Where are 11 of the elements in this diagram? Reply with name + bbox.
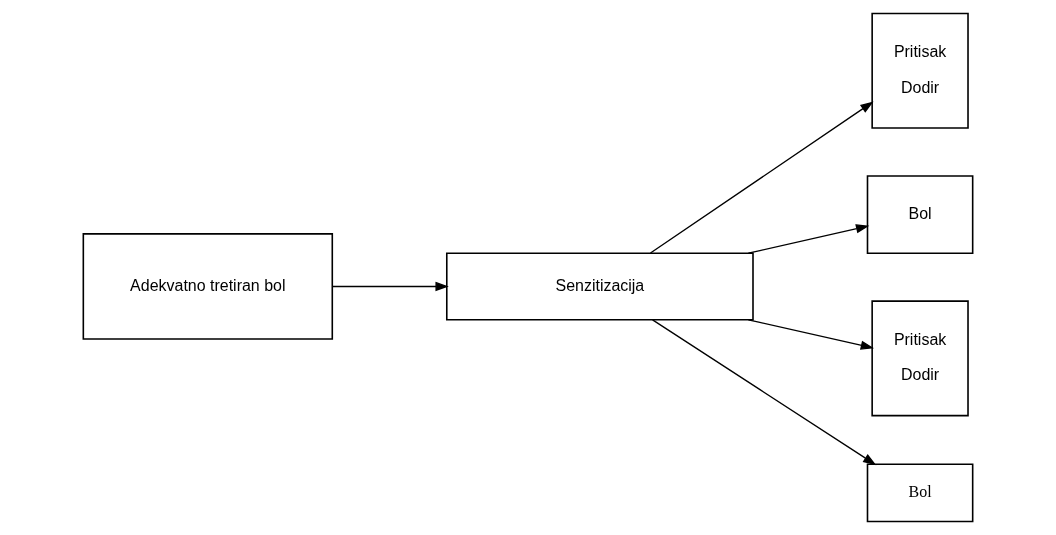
arrow [331,281,449,292]
arrow [747,319,875,350]
node-box: Adekvatno tretiran bol [82,233,334,340]
node-box: Bol [866,175,974,254]
node-box: Pritisak Dodir [871,12,969,129]
node-box: Bol [866,463,974,523]
arrow [747,224,870,254]
arrow [649,101,874,254]
node-box: Pritisak Dodir [871,300,969,417]
node-box: Senzitizacija [446,252,754,321]
arrow [651,319,877,466]
